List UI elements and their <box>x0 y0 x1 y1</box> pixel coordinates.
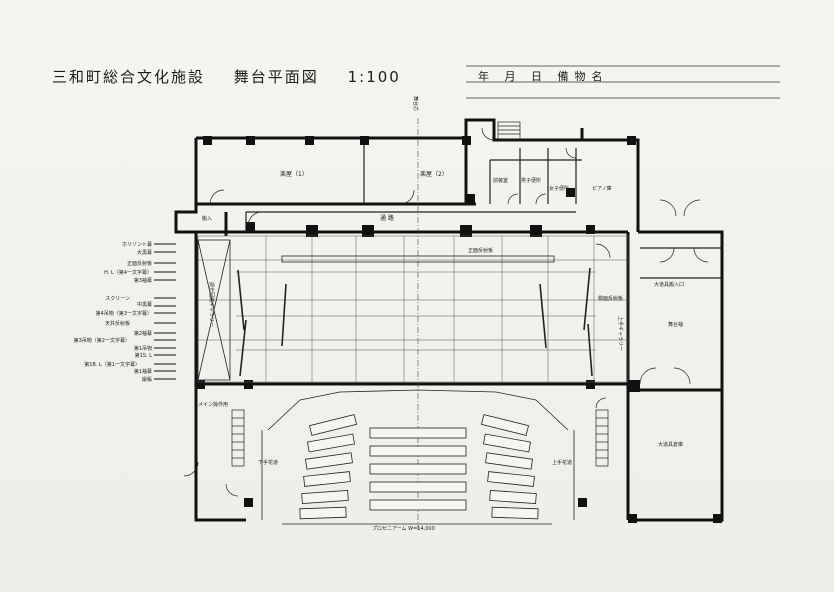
rig-label: 第2袖幕 <box>134 330 152 337</box>
room-label-makeup: 前装室 <box>493 177 508 184</box>
stage-center-label: 舞台芯 <box>412 96 419 111</box>
room-label-dressing1: 楽屋（1） <box>280 170 308 178</box>
rig-label: 中黒幕 <box>137 301 152 308</box>
rig-label: 第1袖幕 <box>134 368 152 375</box>
drawing-name: 舞台平面図 <box>233 68 319 86</box>
rig-label: 第1吊物 <box>134 345 152 352</box>
rig-label: ホリゾント幕 <box>122 241 152 248</box>
drawing-title: 三和町総合文化施設 舞台平面図 1:100 <box>52 66 423 87</box>
title-block <box>466 65 780 99</box>
rigging-labels: ホリゾント幕 大黒幕 正面反射板 H. L（第4一文字幕） 第3袖幕 スクリーン… <box>74 241 153 383</box>
rig-label: H. L（第4一文字幕） <box>104 269 152 276</box>
drawing-scale: 1:100 <box>347 68 401 86</box>
partitions <box>245 140 722 279</box>
proscenium-label: プロセニアーム W=14,000 <box>372 526 435 532</box>
stage-grid <box>197 235 629 383</box>
room-labels: 楽屋（1） 楽屋（2） 前装室 男子便所 女子便所 ピアノ庫 通 路 搬入 大道… <box>198 96 684 532</box>
room-label-piano-store: ピアノ庫 <box>592 185 612 192</box>
room-label-corridor: 通 路 <box>380 214 394 222</box>
rig-label: 第3吊物（第2一文字幕） <box>74 337 130 344</box>
seat-blocks <box>299 414 539 520</box>
rig-label: 天井反射板 <box>105 320 130 327</box>
room-label-entrance: 搬入 <box>202 215 212 222</box>
rig-label: 第1B. L（第1一文字幕） <box>84 361 140 368</box>
rig-label: 第1S. L <box>135 352 153 359</box>
structural-columns <box>196 136 722 523</box>
facility-name: 三和町総合文化施設 <box>52 68 206 86</box>
room-label-dressing2: 楽屋（2） <box>420 170 448 178</box>
room-label-prop-store: 大道具倉庫 <box>658 441 683 448</box>
room-label-mens-toilet: 男子便所 <box>521 177 541 184</box>
side-stairs <box>231 121 609 467</box>
room-label-right-gallery: 上手ギャラリー <box>617 316 624 351</box>
rigging-leaders <box>154 243 176 380</box>
room-label-back-reflector: 正面反射板 <box>468 247 493 254</box>
room-label-stage-door: 大道具搬入口 <box>654 281 684 288</box>
room-label-right-flower: 上手花道 <box>552 459 572 466</box>
rig-label: スクリーン <box>105 296 130 302</box>
auditorium-seating <box>261 389 575 525</box>
rig-label: 第3袖幕 <box>134 277 152 284</box>
rig-label: 第4吊物（第3一文字幕） <box>96 310 152 317</box>
side-reflectors <box>237 267 593 377</box>
room-label-stage-wing: 舞台袖 <box>668 321 683 328</box>
room-label-control-room: メイン操作用 <box>198 401 228 408</box>
rig-label: 大黒幕 <box>137 249 152 256</box>
room-label-left-flower: 下手花道 <box>258 459 278 466</box>
room-label-left-gallery: 調光回路ギャラリー <box>208 282 215 327</box>
title-block-header: 年 月 日 備物名 <box>478 70 609 83</box>
room-label-side-reflector: 側面反射板 <box>598 295 623 302</box>
rig-label: 正面反射板 <box>127 260 152 267</box>
back-reflector <box>281 255 555 263</box>
rig-label: 緞帳 <box>142 376 152 383</box>
door-swings <box>183 127 709 497</box>
room-label-womens-toilet: 女子便所 <box>549 185 569 192</box>
left-light-tower <box>197 239 231 381</box>
